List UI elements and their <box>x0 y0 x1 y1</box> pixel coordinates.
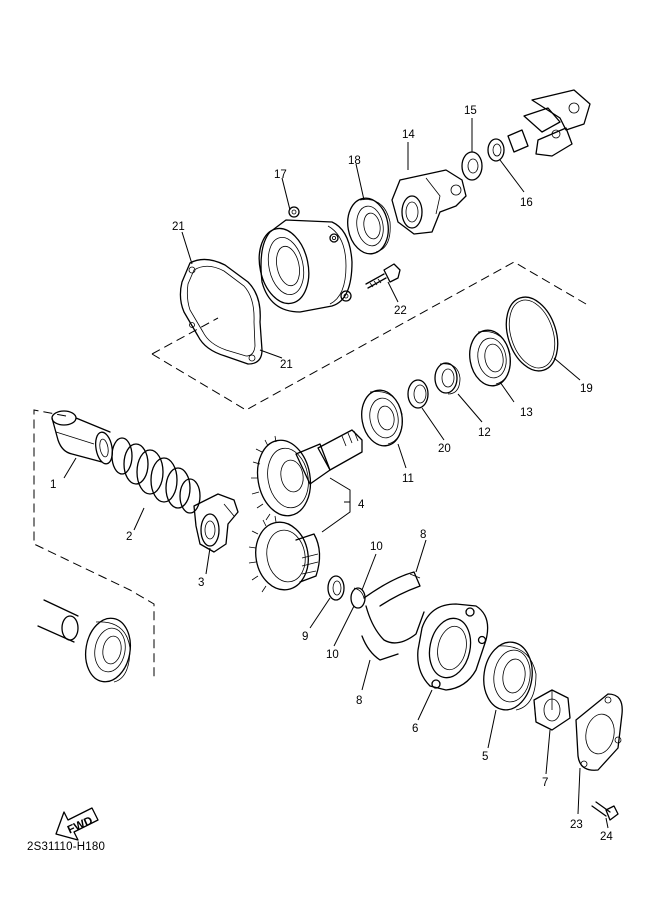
callout-1: 1 <box>50 479 56 491</box>
callout-2: 2 <box>126 531 132 543</box>
pinion-gear-4 <box>251 429 363 521</box>
universal-joint <box>507 89 591 157</box>
leader-lines <box>63 118 609 829</box>
assembly-frame-upper <box>151 261 587 411</box>
gasket-21 <box>179 258 263 365</box>
callout-21-lower: 21 <box>280 359 293 371</box>
callout-24: 24 <box>600 831 613 843</box>
callout-6: 6 <box>412 723 418 735</box>
washer-15 <box>461 151 483 181</box>
callout-8-upper: 8 <box>420 529 426 541</box>
callout-13: 13 <box>520 407 533 419</box>
nut-16 <box>487 138 505 162</box>
housing-17 <box>258 206 353 313</box>
callout-3: 3 <box>198 577 204 589</box>
spring-2 <box>111 437 201 514</box>
bearing-13 <box>469 329 511 387</box>
callout-22: 22 <box>394 305 407 317</box>
callout-23: 23 <box>570 819 583 831</box>
fwd-label: FWD <box>66 815 95 837</box>
callout-labels: 1 2 3 4 5 6 7 8 8 9 10 10 11 12 13 14 15… <box>50 105 613 843</box>
callout-19: 19 <box>580 383 593 395</box>
seal-18 <box>347 197 391 255</box>
fwd-arrow-icon: FWD <box>55 807 99 841</box>
callout-4: 4 <box>358 499 365 511</box>
bolt-22 <box>365 263 401 289</box>
bolt-24 <box>591 801 619 821</box>
clip-10 <box>350 587 366 609</box>
callout-17: 17 <box>274 169 287 181</box>
shim-20 <box>407 379 429 409</box>
assembly-frame-left <box>33 409 155 678</box>
callout-8-lower: 8 <box>356 695 362 707</box>
nut-7 <box>533 689 571 731</box>
gasket-23 <box>575 693 623 771</box>
callout-10-lower: 10 <box>326 649 339 661</box>
sleeve-1 <box>51 410 114 465</box>
callout-21-upper: 21 <box>172 221 185 233</box>
callout-20: 20 <box>438 443 451 455</box>
diagram-code: 2S31110-H180 <box>27 841 106 853</box>
ring-gear-4 <box>248 515 321 593</box>
callout-18: 18 <box>348 155 361 167</box>
bearing-11 <box>361 389 403 447</box>
callout-11: 11 <box>402 473 414 485</box>
housing-6 <box>417 603 489 691</box>
inset-shaft-bearing <box>37 599 132 683</box>
shim-9 <box>327 575 345 601</box>
callout-14: 14 <box>402 129 415 141</box>
yoke-3 <box>193 493 239 553</box>
callout-10-upper: 10 <box>370 541 383 553</box>
callout-9: 9 <box>302 631 308 643</box>
collar-12 <box>434 362 461 395</box>
callout-7: 7 <box>542 777 548 789</box>
callout-16: 16 <box>520 197 533 209</box>
o-ring-19 <box>505 296 559 372</box>
yoke-14 <box>391 169 467 235</box>
callout-15: 15 <box>464 105 477 117</box>
bearing-5 <box>483 641 537 711</box>
gasket-8 <box>361 571 425 661</box>
callout-5: 5 <box>482 751 488 763</box>
callout-12: 12 <box>478 427 491 439</box>
